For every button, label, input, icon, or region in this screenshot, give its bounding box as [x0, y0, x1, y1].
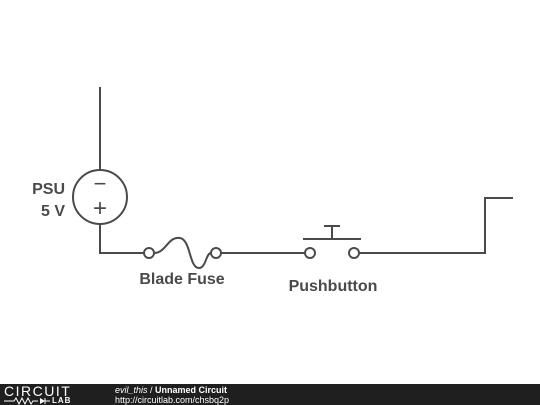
logo-text-bottom: LAB: [52, 396, 72, 405]
circuit-info: evil_this / Unnamed Circuit http://circu…: [115, 385, 229, 405]
circuit-name[interactable]: Unnamed Circuit: [155, 385, 228, 395]
wire-button-right: [358, 197, 513, 254]
resistor-diode-icon: [4, 397, 50, 405]
fuse-label: Blade Fuse: [139, 271, 224, 288]
author-link[interactable]: evil_this: [115, 385, 148, 395]
fuse-terminal-left: [143, 247, 155, 259]
psu-label: PSU: [32, 181, 65, 198]
fuse-element: [152, 236, 213, 270]
circuit-schematic: − + PSU 5 V Blade Fuse Pushbutton: [32, 87, 513, 295]
circuit-url[interactable]: http://circuitlab.com/chsbq2p: [115, 395, 230, 405]
psu-minus-sign: −: [94, 171, 107, 196]
title-line: evil_this / Unnamed Circuit: [115, 385, 229, 395]
footer-bar: CIRCUIT LAB evil_this / Unnamed Circuit …: [0, 384, 540, 405]
pushbutton-label: Pushbutton: [289, 278, 378, 295]
title-separator: /: [147, 385, 156, 395]
circuitlab-logo[interactable]: CIRCUIT LAB: [4, 384, 104, 405]
fuse-terminal-right: [210, 247, 222, 259]
pushbutton-terminal-left: [304, 247, 316, 259]
psu-voltage-label: 5 V: [41, 203, 65, 220]
pushbutton-terminal-right: [348, 247, 360, 259]
logo-text-top: CIRCUIT: [4, 384, 72, 399]
psu-plus-sign: +: [93, 195, 107, 222]
wire-psu-bottom: [99, 223, 145, 254]
